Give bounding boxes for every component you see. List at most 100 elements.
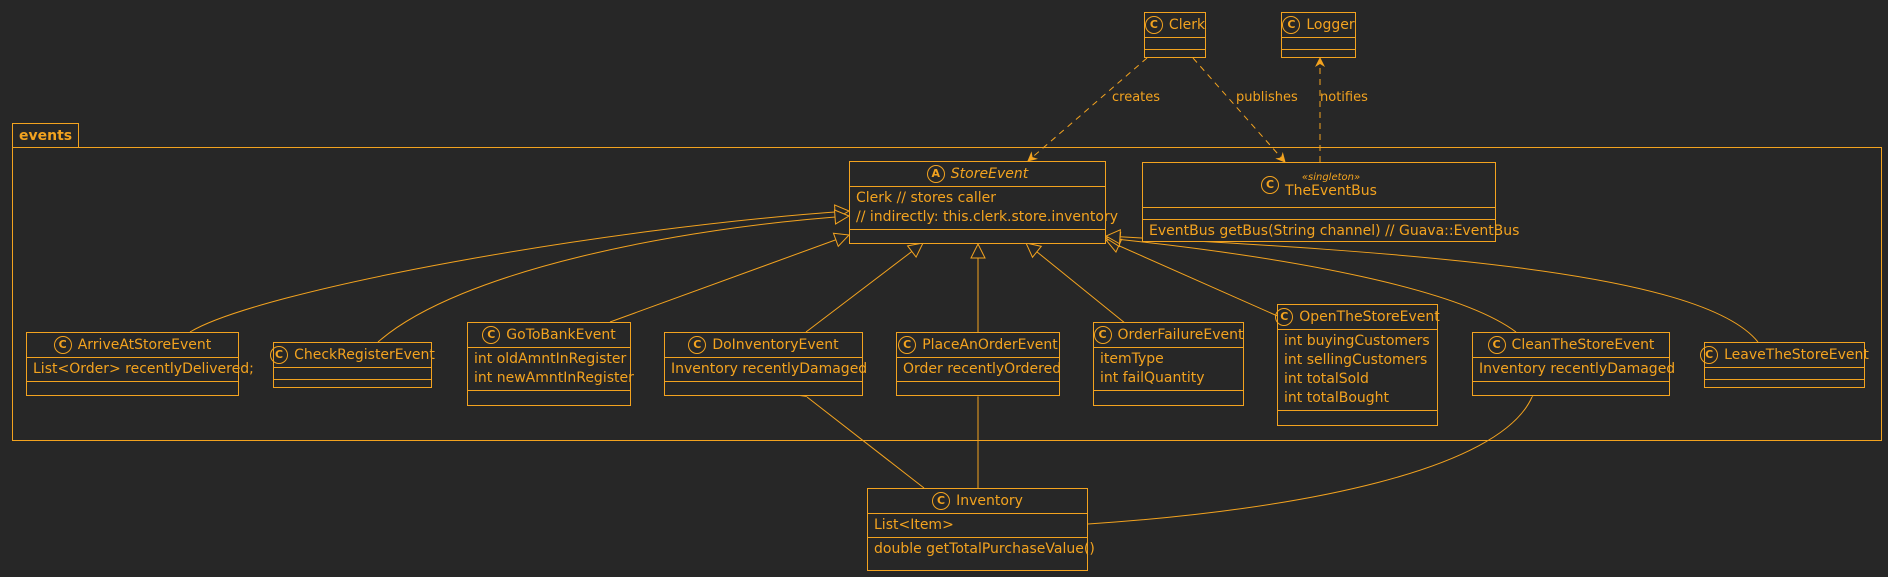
edge-openstore-extends-storeevent [1106,240,1292,323]
class-openthestoreevent[interactable]: C OpenTheStoreEvent int buyingCustomers i… [1275,304,1440,426]
class-name: Logger [1306,17,1355,33]
class-fields: itemType int failQuantity [1094,347,1243,390]
class-fields [1145,37,1205,49]
method: EventBus getBus(String channel) // Guava… [1149,223,1520,239]
class-name: Inventory [956,493,1023,509]
creates-label: creates [1112,90,1161,105]
class-name: CleanTheStoreEvent [1511,337,1655,353]
class-icon: C [1275,308,1294,326]
edge-cleanstore-composes-inventory [1087,384,1539,525]
field: int totalSold [1284,371,1369,387]
class-fields: int buyingCustomers int sellingCustomers… [1278,329,1437,410]
class-fields [274,367,431,379]
class-name: OrderFailureEvent [1117,327,1244,343]
class-methods [897,381,1059,393]
class-name: CheckRegisterEvent [294,347,435,363]
class-leavethestoreevent[interactable]: C LeaveTheStoreEvent [1700,342,1869,391]
class-name: StoreEvent [950,166,1029,182]
class-orderfailureevent[interactable]: C OrderFailureEvent itemType int failQuan… [1093,322,1244,406]
field: int newAmntInRegister [474,370,634,386]
events-package [12,147,1882,441]
field: Inventory recentlyDamaged [1479,361,1676,377]
field: int failQuantity [1100,370,1205,386]
edge-clerk-publishes-eventbus [1192,57,1286,163]
class-methods [274,379,431,391]
class-name: TheEventBus [1285,182,1377,199]
class-icon: C [482,326,501,344]
class-fields: Clerk // stores caller // indirectly: th… [850,186,1118,229]
class-fields [1143,207,1495,219]
notifies-label: notifies [1320,90,1368,105]
edge-orderfailure-extends-storeevent [1026,243,1137,333]
class-inventory[interactable]: C Inventory List<Item> double getTotalPur… [867,488,1095,571]
class-name: PlaceAnOrderEvent [922,337,1058,353]
class-name: GoToBankEvent [506,327,616,343]
field: int buyingCustomers [1284,333,1430,349]
class-icon: C [932,492,951,510]
class-name: LeaveTheStoreEvent [1724,347,1869,363]
class-methods [468,390,630,402]
class-fields: List<Item> [868,513,1087,537]
class-icon: C [1487,336,1506,354]
publishes-label: publishes [1236,90,1298,105]
class-theeventbus[interactable]: C «singleton» TheEventBus EventBus getBu… [1142,162,1520,243]
field: List<Item> [874,517,954,533]
class-icon: C [1261,176,1280,194]
class-icon: C [1144,16,1163,34]
class-logger[interactable]: C Logger [1281,12,1356,58]
class-methods [1145,49,1205,61]
edge-doinventory-extends-storeevent [805,243,923,333]
edge-doinventory-composes-inventory [795,388,925,489]
class-clerk[interactable]: C Clerk [1144,12,1206,58]
field: Order recentlyOrdered [903,361,1062,377]
class-methods [1278,410,1437,422]
edge-leavestore-extends-storeevent [1106,236,1759,343]
class-placeanorderevent[interactable]: C PlaceAnOrderEvent Order recentlyOrdered [896,332,1062,396]
class-fields [1282,37,1355,49]
class-methods [1094,390,1243,402]
field: Inventory recentlyDamaged [671,361,868,377]
field: // indirectly: this.clerk.store.inventor… [856,209,1118,225]
class-fields: List<Order> recentlyDelivered; [27,357,254,381]
class-icon: C [270,346,289,364]
field: Clerk // stores caller [856,190,997,206]
class-methods [665,381,862,393]
class-icon: C [1282,16,1301,34]
edge-gotobank-extends-storeevent [609,235,849,323]
field: int sellingCustomers [1284,352,1428,368]
class-fields: int oldAmntInRegister int newAmntInRegis… [468,347,634,390]
class-fields: Inventory recentlyDamaged [1473,357,1676,381]
edge-arrive-extends-storeevent [189,211,849,333]
class-icon: C [1093,326,1112,344]
class-methods [27,381,238,393]
class-icon: C [898,336,917,354]
class-methods [1473,381,1669,393]
field: int totalBought [1284,390,1390,406]
class-methods: double getTotalPurchaseValue() [868,537,1095,561]
edge-clerk-creates-storeevent [1027,57,1148,162]
class-fields [1705,367,1864,379]
edge-check-extends-storeevent [377,216,849,343]
class-gotobankevent[interactable]: C GoToBankEvent int oldAmntInRegister int… [467,322,634,406]
field: List<Order> recentlyDelivered; [33,361,254,377]
class-name: DoInventoryEvent [712,337,839,353]
class-name: Clerk [1168,17,1206,33]
class-methods [1705,379,1864,391]
class-cleanthestoreevent[interactable]: C CleanTheStoreEvent Inventory recentlyDa… [1472,332,1676,396]
class-checkregisterevent[interactable]: C CheckRegisterEvent [270,342,435,391]
edge-cleanstore-extends-storeevent [1106,238,1517,333]
field: itemType [1100,351,1164,367]
class-fields: Inventory recentlyDamaged [665,357,868,381]
class-methods: EventBus getBus(String channel) // Guava… [1143,219,1520,243]
class-methods [850,229,1105,241]
package-tab: events [12,123,80,147]
class-methods [1282,49,1355,61]
class-name: OpenTheStoreEvent [1299,309,1440,325]
class-icon: C [1700,346,1719,364]
field: int oldAmntInRegister [474,351,627,367]
class-fields: Order recentlyOrdered [897,357,1062,381]
